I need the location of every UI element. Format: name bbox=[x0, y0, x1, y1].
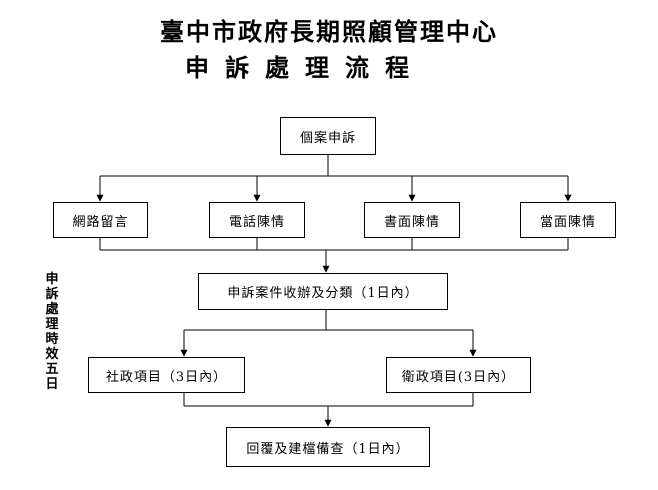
node-social-affairs: 社政項目（3日內） bbox=[88, 357, 245, 393]
node-phone-petition: 電話陳情 bbox=[209, 202, 305, 238]
node-intake-sorting: 申訴案件收辦及分類（1日內） bbox=[198, 273, 448, 310]
node-written-petition: 書面陳情 bbox=[364, 202, 460, 238]
node-reply-archive: 回覆及建檔備查（1日內） bbox=[226, 427, 430, 467]
processing-time-label: 申 訴 處 理 時 效 五 日 bbox=[45, 272, 59, 392]
page-title: 臺中市政府長期照顧管理中心 bbox=[160, 17, 498, 46]
node-case-complaint: 個案申訴 bbox=[280, 117, 376, 155]
node-health-affairs: 衛政項目(3日內） bbox=[386, 357, 531, 393]
page-subtitle: 申訴處理流程 bbox=[185, 53, 425, 82]
node-web-message: 網路留言 bbox=[53, 202, 148, 238]
node-inperson-petition: 當面陳情 bbox=[520, 202, 616, 238]
